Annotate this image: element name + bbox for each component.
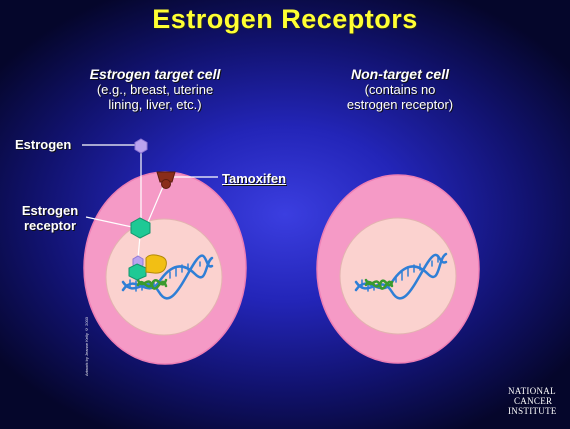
estrogen-receptor-molecule: [130, 217, 151, 239]
nci-logo-line-2: CANCER: [514, 396, 553, 406]
tamoxifen-path-line: [147, 181, 166, 223]
non-target-cell-heading: Non-target cell (contains no estrogen re…: [305, 66, 495, 113]
dna-helix-right: [354, 252, 448, 300]
nci-logo-line-3: INSTITUTE: [508, 406, 557, 416]
target-cell-desc-1: (e.g., breast, uterine: [96, 82, 214, 97]
estrogen-molecule: [134, 138, 148, 154]
nci-logo: NATIONAL CANCER INSTITUTE: [508, 386, 566, 416]
estrogen-receptor-label: Estrogen receptor: [15, 203, 85, 233]
non-target-cell: [316, 174, 480, 364]
page-title: Estrogen Receptors: [152, 4, 418, 34]
tamoxifen-molecule: [156, 171, 176, 189]
receptor-path-line: [137, 235, 141, 259]
non-target-cell-desc-2: estrogen receptor): [346, 97, 454, 112]
artwork-credit: Artwork by Jeanne Kelly © 2003: [84, 316, 89, 376]
bound-receptor: [128, 263, 147, 281]
connector-lines: [82, 144, 218, 259]
target-cell-desc-2: lining, liver, etc.): [108, 97, 202, 112]
nci-logo-line-1: NATIONAL: [508, 386, 556, 396]
non-target-cell-title: Non-target cell: [350, 66, 449, 82]
tamoxifen-label: Tamoxifen: [222, 171, 287, 186]
target-cell-title: Estrogen target cell: [89, 66, 221, 82]
receptor-label-line-1: Estrogen: [21, 203, 79, 218]
dna-helix-left: [121, 254, 214, 300]
non-target-cell-desc-1: (contains no: [364, 82, 436, 97]
receptor-label-line-2: receptor: [23, 218, 77, 233]
coactivator: [145, 254, 167, 274]
estrogen-label: Estrogen: [15, 137, 72, 152]
target-cell-heading: Estrogen target cell (e.g., breast, uter…: [60, 66, 250, 113]
receptor-complex-on-dna: [128, 254, 167, 281]
receptor-leader-line: [85, 216, 133, 228]
